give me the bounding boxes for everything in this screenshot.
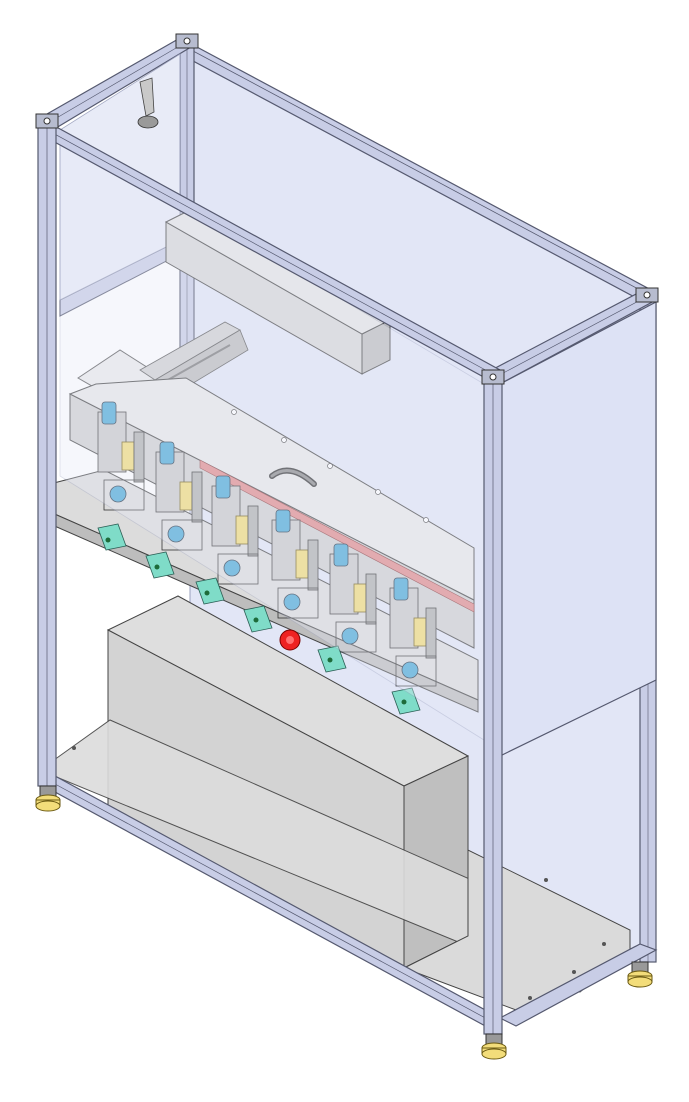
leveling-feet (35, 785, 653, 1060)
red-rail (199, 459, 475, 613)
corner-connector-icon (35, 113, 59, 129)
shelf-holes (231, 409, 429, 523)
emergency-stop-icon[interactable] (279, 629, 301, 651)
bottom-right-side-rail (498, 943, 658, 1027)
top-shelf-plate (68, 377, 475, 601)
corner-connector-icon (175, 33, 199, 49)
leveling-foot-icon (481, 1033, 507, 1060)
valve-row (97, 523, 421, 715)
valve-icon (97, 523, 127, 551)
valve-icon (195, 577, 225, 605)
crimp-modules (97, 401, 437, 687)
leveling-foot-icon (627, 961, 653, 988)
module-4 (271, 509, 319, 619)
corner-connectors (35, 33, 659, 385)
module-1 (97, 401, 145, 511)
front-frame (37, 116, 658, 1036)
module-2 (155, 441, 203, 551)
module-5 (329, 543, 377, 653)
valve-icon (243, 605, 273, 633)
module-3 (211, 475, 259, 585)
valve-icon (145, 551, 175, 579)
module-6 (389, 577, 437, 687)
corner-connector-icon (635, 287, 659, 303)
top-hood (164, 207, 392, 375)
handle-icon (269, 467, 317, 487)
sensor-bracket (137, 77, 159, 129)
valve-icon (317, 645, 347, 673)
valve-icon (391, 687, 421, 715)
leveling-foot-icon (35, 785, 61, 812)
corner-connector-icon (481, 369, 505, 385)
